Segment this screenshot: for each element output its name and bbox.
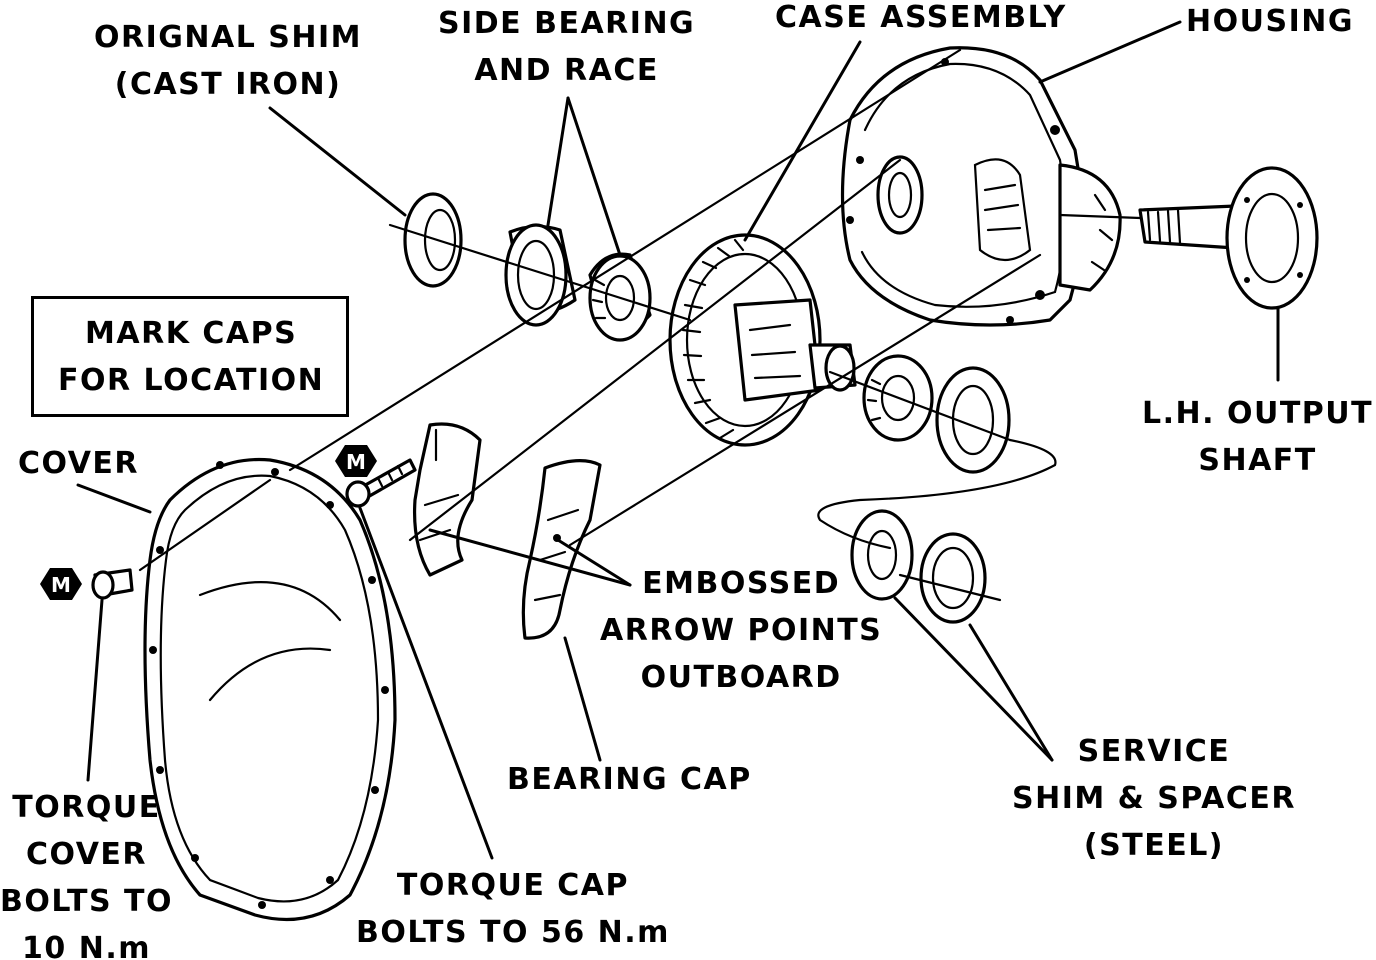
label-cover: COVER bbox=[18, 446, 140, 481]
bearing-caps-drawing bbox=[412, 422, 602, 640]
svg-text:M: M bbox=[346, 450, 366, 474]
label-case-assembly: CASE ASSEMBLY bbox=[775, 0, 1067, 35]
cap-bolt-drawing bbox=[345, 458, 417, 508]
m-badge-cover: M bbox=[40, 568, 82, 600]
cover-bolt-drawing bbox=[91, 568, 134, 600]
housing-drawing bbox=[840, 46, 1122, 327]
alignment-lines bbox=[138, 48, 1142, 602]
right-bearing-stack bbox=[862, 354, 1011, 474]
svg-text:M: M bbox=[51, 573, 71, 597]
m-badge-cap: M bbox=[335, 445, 377, 477]
leader-lines bbox=[76, 20, 1280, 860]
case-assembly-drawing bbox=[668, 233, 857, 447]
output-shaft-drawing bbox=[1138, 166, 1319, 310]
label-housing: HOUSING bbox=[1186, 4, 1354, 39]
mark-caps-box bbox=[31, 296, 349, 417]
service-shim-drawing bbox=[850, 509, 987, 624]
label-original-shim: ORIGNAL SHIM(CAST IRON) bbox=[94, 20, 363, 102]
label-bearing-cap: BEARING CAP bbox=[507, 762, 752, 797]
cover-drawing bbox=[143, 457, 397, 922]
